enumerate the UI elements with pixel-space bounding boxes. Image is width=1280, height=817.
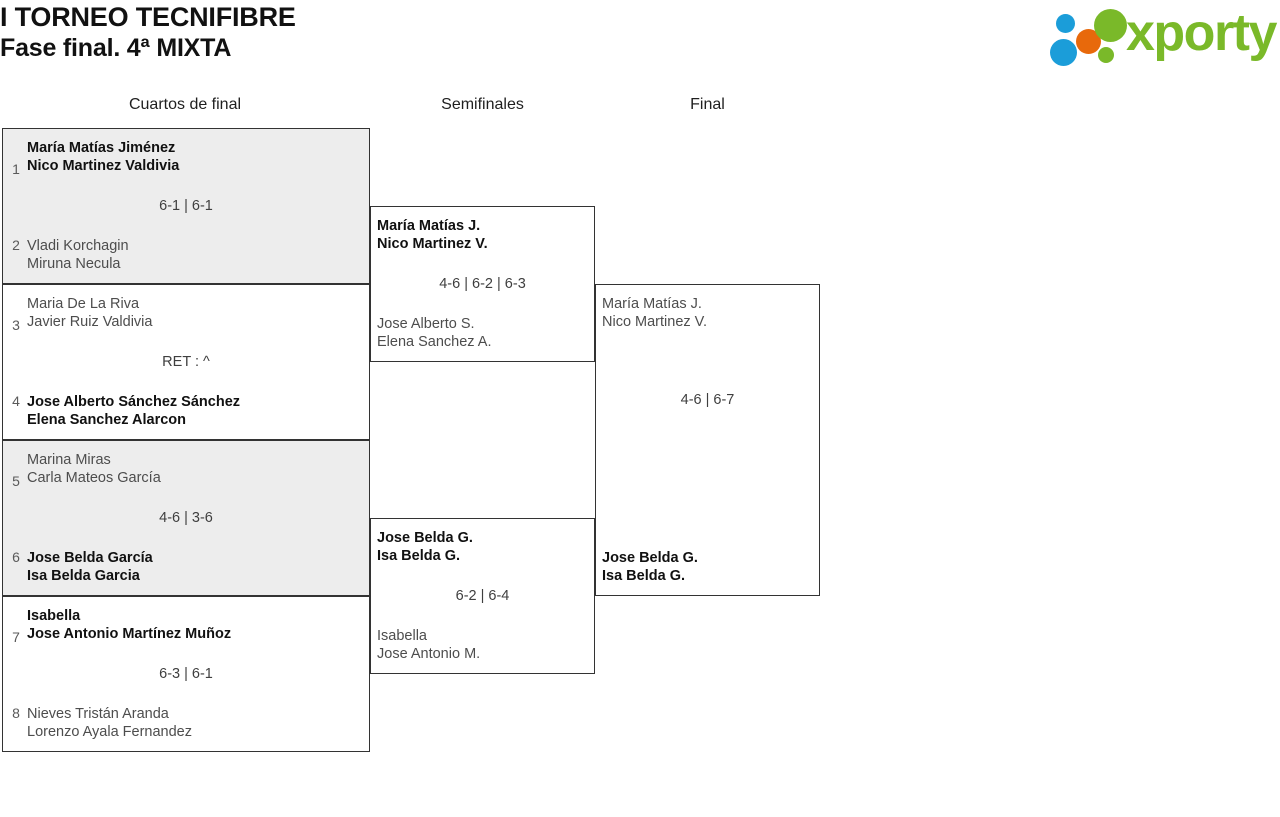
logo-dot-blue-large bbox=[1050, 39, 1077, 66]
player-name: Jose Belda G. bbox=[602, 550, 698, 566]
player-name: Nico Martinez V. bbox=[602, 314, 708, 330]
logo-dot-green-large bbox=[1094, 9, 1127, 42]
page-header: I TORNEO TECNIFIBRE Fase final. 4ª MIXTA… bbox=[0, 0, 1280, 84]
player-name: Jose Belda G. bbox=[377, 530, 473, 546]
round-header-final: Final bbox=[690, 96, 725, 113]
logo-dot-blue-small bbox=[1056, 14, 1075, 33]
player-name: Jose Belda García bbox=[27, 550, 153, 566]
match-quarterfinal-4[interactable]: 7 Isabella Jose Antonio Martínez Muñoz 6… bbox=[2, 596, 370, 752]
match-team-bottom[interactable]: Vladi Korchagin Miruna Necula bbox=[3, 237, 369, 273]
match-score: 4-6 | 6-7 bbox=[680, 391, 735, 408]
xporty-logo[interactable]: xporty bbox=[1048, 4, 1277, 68]
player-name: Isabella bbox=[27, 608, 81, 624]
player-name: Jose Alberto S. bbox=[377, 316, 475, 332]
seed-number: 6 bbox=[12, 549, 20, 565]
player-name: María Matías J. bbox=[377, 218, 481, 234]
player-name: Jose Antonio M. bbox=[377, 646, 481, 662]
match-final[interactable]: María Matías J. Nico Martinez V. 4-6 | 6… bbox=[595, 284, 820, 596]
logo-dot-green-small bbox=[1098, 47, 1114, 63]
seed-number: 3 bbox=[12, 317, 20, 333]
player-name: María Matías Jiménez bbox=[27, 140, 176, 156]
match-team-bottom[interactable]: Isabella Jose Antonio M. bbox=[371, 627, 594, 663]
seed-number: 4 bbox=[12, 393, 20, 409]
match-team-bottom[interactable]: Jose Alberto Sánchez Sánchez Elena Sanch… bbox=[3, 393, 369, 429]
player-name: Isabella bbox=[377, 628, 427, 644]
page-title: I TORNEO TECNIFIBRE bbox=[0, 2, 296, 32]
round-header-semifinals: Semifinales bbox=[441, 96, 524, 113]
match-quarterfinal-2[interactable]: 3 Maria De La Riva Javier Ruiz Valdivia … bbox=[2, 284, 370, 440]
player-name: María Matías J. bbox=[602, 296, 702, 312]
player-name: Marina Miras bbox=[27, 452, 111, 468]
player-name: Lorenzo Ayala Fernandez bbox=[27, 724, 192, 740]
player-name: Maria De La Riva bbox=[27, 296, 140, 312]
match-score: 4-6 | 3-6 bbox=[159, 510, 213, 526]
seed-number: 2 bbox=[12, 237, 20, 253]
player-name: Isa Belda G. bbox=[377, 548, 461, 564]
seed-number: 8 bbox=[12, 705, 20, 721]
match-team-top[interactable]: María Matías J. Nico Martinez V. bbox=[371, 217, 594, 253]
match-team-bottom[interactable]: Nieves Tristán Aranda Lorenzo Ayala Fern… bbox=[3, 705, 369, 741]
page-subtitle: Fase final. 4ª MIXTA bbox=[0, 34, 232, 62]
match-team-top[interactable]: María Matías Jiménez Nico Martinez Valdi… bbox=[3, 139, 369, 175]
player-name: Miruna Necula bbox=[27, 256, 121, 272]
match-team-top[interactable]: Marina Miras Carla Mateos García bbox=[3, 451, 369, 487]
match-team-top[interactable]: Maria De La Riva Javier Ruiz Valdivia bbox=[3, 295, 369, 331]
player-name: Isa Belda G. bbox=[602, 568, 686, 584]
player-name: Nico Martinez V. bbox=[377, 236, 488, 252]
match-team-top[interactable]: María Matías J. Nico Martinez V. bbox=[596, 295, 819, 331]
seed-number: 7 bbox=[12, 629, 20, 645]
match-team-top[interactable]: Jose Belda G. Isa Belda G. bbox=[371, 529, 594, 565]
seed-number: 1 bbox=[12, 161, 20, 177]
match-team-bottom[interactable]: Jose Belda G. Isa Belda G. bbox=[596, 549, 819, 585]
match-score: 6-2 | 6-4 bbox=[455, 588, 510, 604]
player-name: Javier Ruiz Valdivia bbox=[27, 314, 153, 330]
match-semifinal-2[interactable]: Jose Belda G. Isa Belda G. 6-2 | 6-4 Isa… bbox=[370, 518, 595, 674]
match-team-top[interactable]: Isabella Jose Antonio Martínez Muñoz bbox=[3, 607, 369, 643]
player-name: Elena Sanchez Alarcon bbox=[27, 412, 187, 428]
tournament-title-block: I TORNEO TECNIFIBRE Fase final. 4ª MIXTA bbox=[0, 2, 296, 63]
match-quarterfinal-3[interactable]: 5 Marina Miras Carla Mateos García 4-6 |… bbox=[2, 440, 370, 596]
player-name: Elena Sanchez A. bbox=[377, 334, 492, 350]
match-team-bottom[interactable]: Jose Belda García Isa Belda Garcia bbox=[3, 549, 369, 585]
round-header-quarterfinals: Cuartos de final bbox=[128, 96, 242, 113]
match-score: 4-6 | 6-2 | 6-3 bbox=[439, 276, 526, 292]
player-name: Jose Alberto Sánchez Sánchez bbox=[27, 394, 241, 410]
seed-number: 5 bbox=[12, 473, 20, 489]
match-team-bottom[interactable]: Jose Alberto S. Elena Sanchez A. bbox=[371, 315, 594, 351]
player-name: Nico Martinez Valdivia bbox=[27, 158, 180, 174]
match-quarterfinal-1[interactable]: 1 María Matías Jiménez Nico Martinez Val… bbox=[2, 128, 370, 284]
match-semifinal-1[interactable]: María Matías J. Nico Martinez V. 4-6 | 6… bbox=[370, 206, 595, 362]
player-name: Isa Belda Garcia bbox=[27, 568, 140, 584]
player-name: Nieves Tristán Aranda bbox=[27, 706, 169, 722]
player-name: Carla Mateos García bbox=[27, 470, 161, 486]
player-name: Jose Antonio Martínez Muñoz bbox=[27, 626, 232, 642]
logo-wordmark: xporty bbox=[1126, 4, 1277, 62]
match-score: 6-3 | 6-1 bbox=[159, 666, 213, 682]
match-score: RET : ^ bbox=[162, 354, 210, 370]
match-score: 6-1 | 6-1 bbox=[159, 198, 213, 214]
player-name: Vladi Korchagin bbox=[27, 238, 129, 254]
